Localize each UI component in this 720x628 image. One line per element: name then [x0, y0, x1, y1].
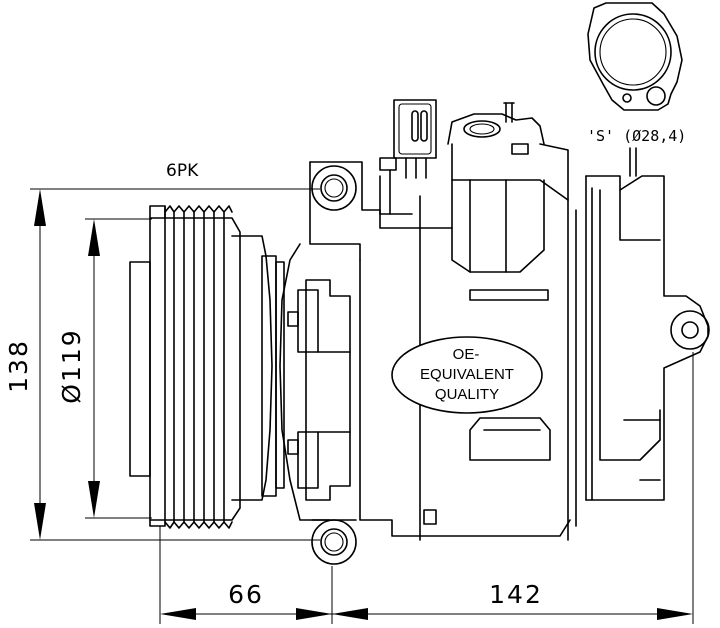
badge-line-2: EQUIVALENT: [420, 366, 514, 383]
connector: [379, 99, 437, 215]
pulley: [129, 205, 241, 529]
port-callout-label: 'S' (Ø28,4): [587, 127, 686, 145]
badge-line-3: QUALITY: [435, 386, 499, 403]
diameter-119-label: Ø119: [57, 328, 86, 403]
offset-66-label: 66: [228, 580, 264, 609]
compressor-body: [279, 147, 710, 565]
clutch-hub: [231, 235, 285, 501]
belt-profile-label: 6PK: [166, 161, 199, 181]
badge-line-1: OE-: [453, 346, 480, 363]
pulley-diameter-dimension: Ø119: [57, 218, 152, 519]
length-dimensions: 66 142: [159, 352, 694, 624]
port-detail: 'S' (Ø28,4): [587, 2, 686, 145]
length-142-label: 142: [489, 580, 543, 609]
height-dimension: 138: [4, 188, 320, 541]
height-138-label: 138: [4, 339, 33, 393]
oe-quality-badge: OE- EQUIVALENT QUALITY: [391, 336, 543, 414]
top-port: [447, 102, 569, 201]
